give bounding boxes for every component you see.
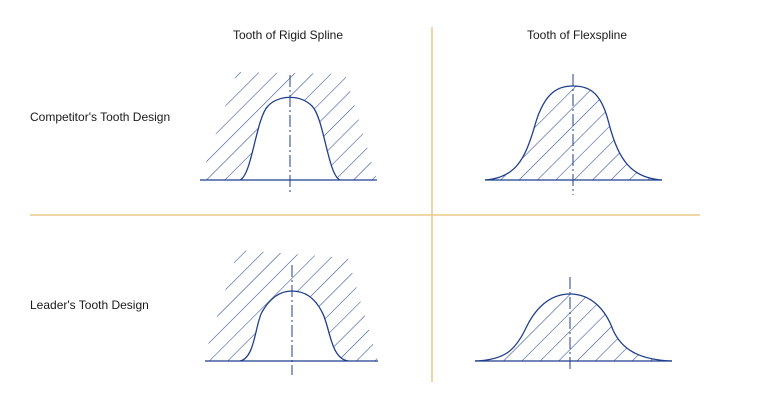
leader-rigid-spline-tooth <box>203 250 378 375</box>
competitor-flexspline-tooth <box>484 74 663 195</box>
column-header-flexspline: Tooth of Flexspline <box>526 28 628 42</box>
row-label-leader: Leader's Tooth Design <box>30 298 149 312</box>
row-label-competitor: Competitor's Tooth Design <box>30 110 171 124</box>
column-header-rigid-spline: Tooth of Rigid Spline <box>232 28 344 42</box>
competitor-rigid-spline-tooth <box>200 72 377 195</box>
leader-flexspline-tooth <box>474 277 673 372</box>
